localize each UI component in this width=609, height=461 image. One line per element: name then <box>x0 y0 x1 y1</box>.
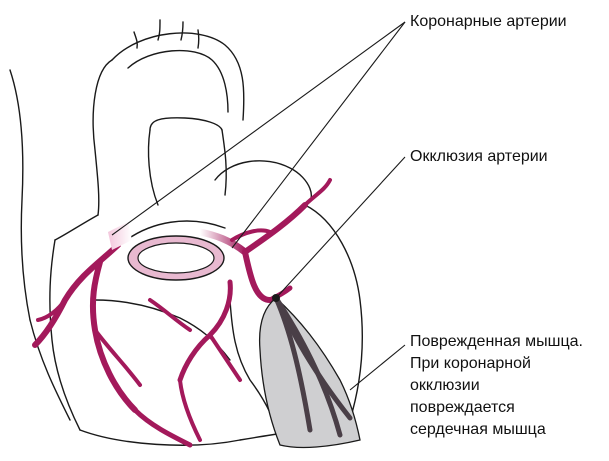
label-damaged-line-1: Поврежденная мышца. <box>410 331 583 353</box>
leader-occlusion <box>276 157 405 298</box>
faded-vessel <box>108 222 132 250</box>
label-artery-occlusion: Окклюзия артерии <box>410 146 548 168</box>
label-coronary-arteries: Коронарные артерии <box>410 11 567 33</box>
label-damaged-line-4: повреждается <box>410 397 583 419</box>
label-damaged-muscle: Поврежденная мышца. При коронарной окклю… <box>410 331 583 441</box>
leader-damaged <box>350 345 405 390</box>
label-damaged-line-2: При коронарной <box>410 353 583 375</box>
damaged-muscle-area <box>260 294 360 447</box>
aortic-ring <box>128 236 224 280</box>
label-damaged-line-5: сердечная мышца <box>410 419 583 441</box>
label-damaged-line-3: окклюзии <box>410 375 583 397</box>
leader-lines <box>112 22 405 390</box>
